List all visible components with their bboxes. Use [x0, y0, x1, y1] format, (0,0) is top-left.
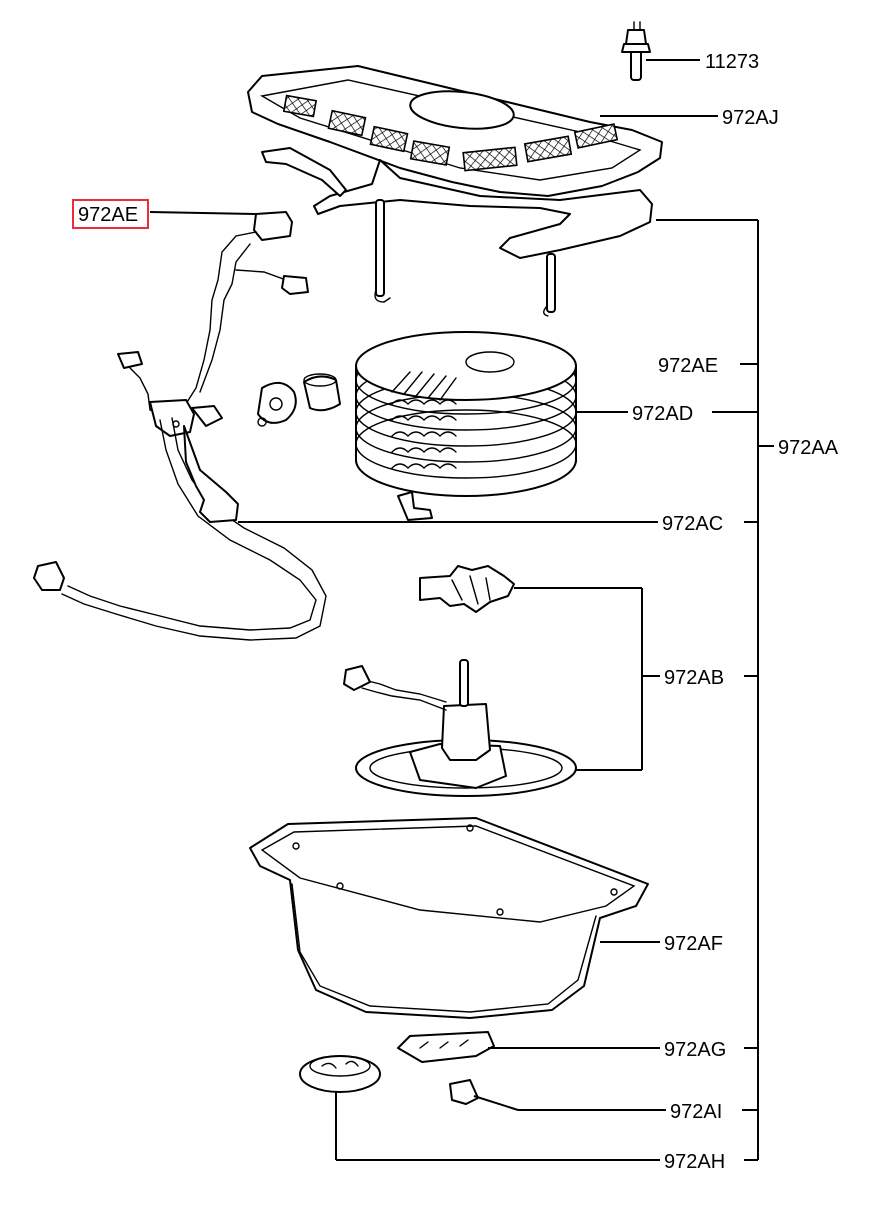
actuator-part	[117, 351, 341, 437]
callout-972AH[interactable]: 972AH	[664, 1151, 725, 1173]
highlight-box	[72, 199, 149, 229]
callout-972AC[interactable]: 972AC	[662, 513, 723, 535]
callout-972AE[interactable]: 972AE	[658, 355, 718, 377]
callout-972AB[interactable]: 972AB	[664, 667, 724, 689]
callout-972AF[interactable]: 972AF	[664, 933, 723, 955]
callout-11273[interactable]: 11273	[705, 51, 759, 73]
bolt-part	[621, 21, 651, 81]
blower-fan-part	[419, 565, 515, 613]
evaporator-part	[355, 331, 577, 521]
leader-lines	[149, 59, 774, 1161]
grommet-part	[299, 1055, 381, 1093]
callout-972AJ[interactable]: 972AJ	[722, 107, 779, 129]
clip-part	[449, 1079, 479, 1105]
upper-case-part	[247, 65, 663, 317]
lower-case-part	[249, 817, 649, 1019]
callout-972AD[interactable]: 972AD	[632, 403, 693, 425]
blower-motor-part	[343, 659, 577, 797]
callout-972AI[interactable]: 972AI	[670, 1101, 722, 1123]
callout-972AA[interactable]: 972AA	[778, 437, 839, 459]
aspirator-hose-part	[33, 417, 327, 641]
callout-972AE-highlighted[interactable]: 972AE	[78, 204, 138, 226]
resistor-connector-part	[181, 211, 309, 411]
bracket-part	[397, 1031, 495, 1063]
callout-972AG[interactable]: 972AG	[664, 1039, 726, 1061]
